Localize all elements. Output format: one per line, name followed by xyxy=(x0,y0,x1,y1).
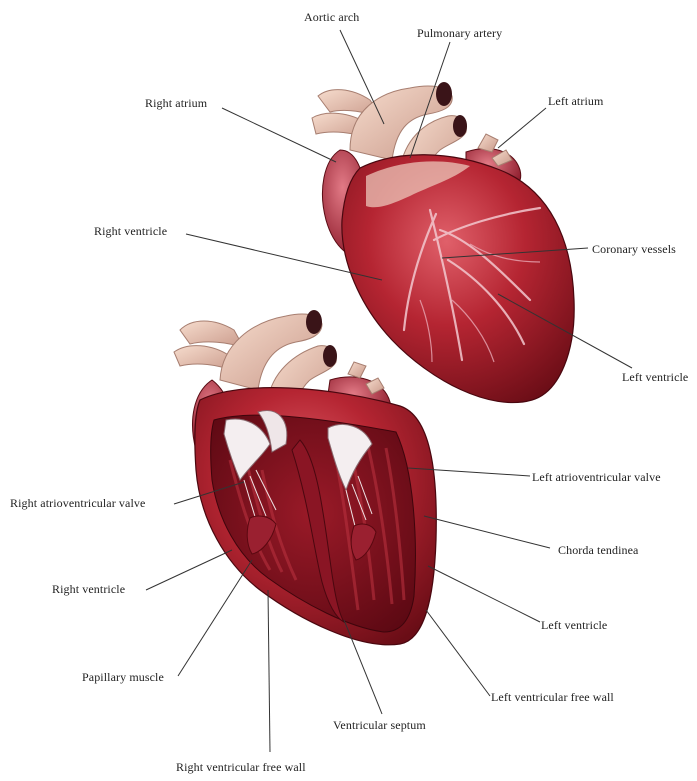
label-left-ventricular-free-wall: Left ventricular free wall xyxy=(491,690,614,704)
pulmonary-opening xyxy=(453,115,467,137)
label-coronary-vessels: Coronary vessels xyxy=(592,242,676,256)
aorta-opening-lower xyxy=(306,310,322,334)
leader-left-ventricle-lower xyxy=(428,566,540,622)
leader-chorda-tendinea xyxy=(424,516,550,548)
leader-left-atrium xyxy=(498,108,546,148)
pulmonary-vein-lower xyxy=(348,362,366,378)
label-right-atrium: Right atrium xyxy=(145,96,207,110)
label-right-ventricle-lower: Right ventricle xyxy=(52,582,125,596)
label-left-atrium: Left atrium xyxy=(548,94,603,108)
label-aortic-arch: Aortic arch xyxy=(304,10,359,24)
leader-right-ventricle-lower xyxy=(146,550,232,590)
leader-right-ventricular-free-wall xyxy=(268,590,270,752)
label-left-ventricle-lower: Left ventricle xyxy=(541,618,607,632)
label-papillary-muscle: Papillary muscle xyxy=(82,670,164,684)
aorta-opening xyxy=(436,82,452,106)
label-left-ventricle-upper: Left ventricle xyxy=(622,370,688,384)
leader-left-ventricular-free-wall xyxy=(426,610,490,696)
label-ventricular-septum: Ventricular septum xyxy=(333,718,426,732)
label-right-av-valve: Right atrioventricular valve xyxy=(10,496,145,510)
label-right-ventricular-free-wall: Right ventricular free wall xyxy=(176,760,306,774)
label-left-av-valve: Left atrioventricular valve xyxy=(532,470,661,484)
pulmonary-opening-lower xyxy=(323,345,337,367)
label-pulmonary-artery: Pulmonary artery xyxy=(417,26,502,40)
leader-papillary-muscle xyxy=(178,560,252,676)
label-chorda-tendinea: Chorda tendinea xyxy=(558,543,638,557)
upper-heart xyxy=(312,82,574,403)
lower-heart xyxy=(174,310,436,645)
label-right-ventricle-upper: Right ventricle xyxy=(94,224,167,238)
